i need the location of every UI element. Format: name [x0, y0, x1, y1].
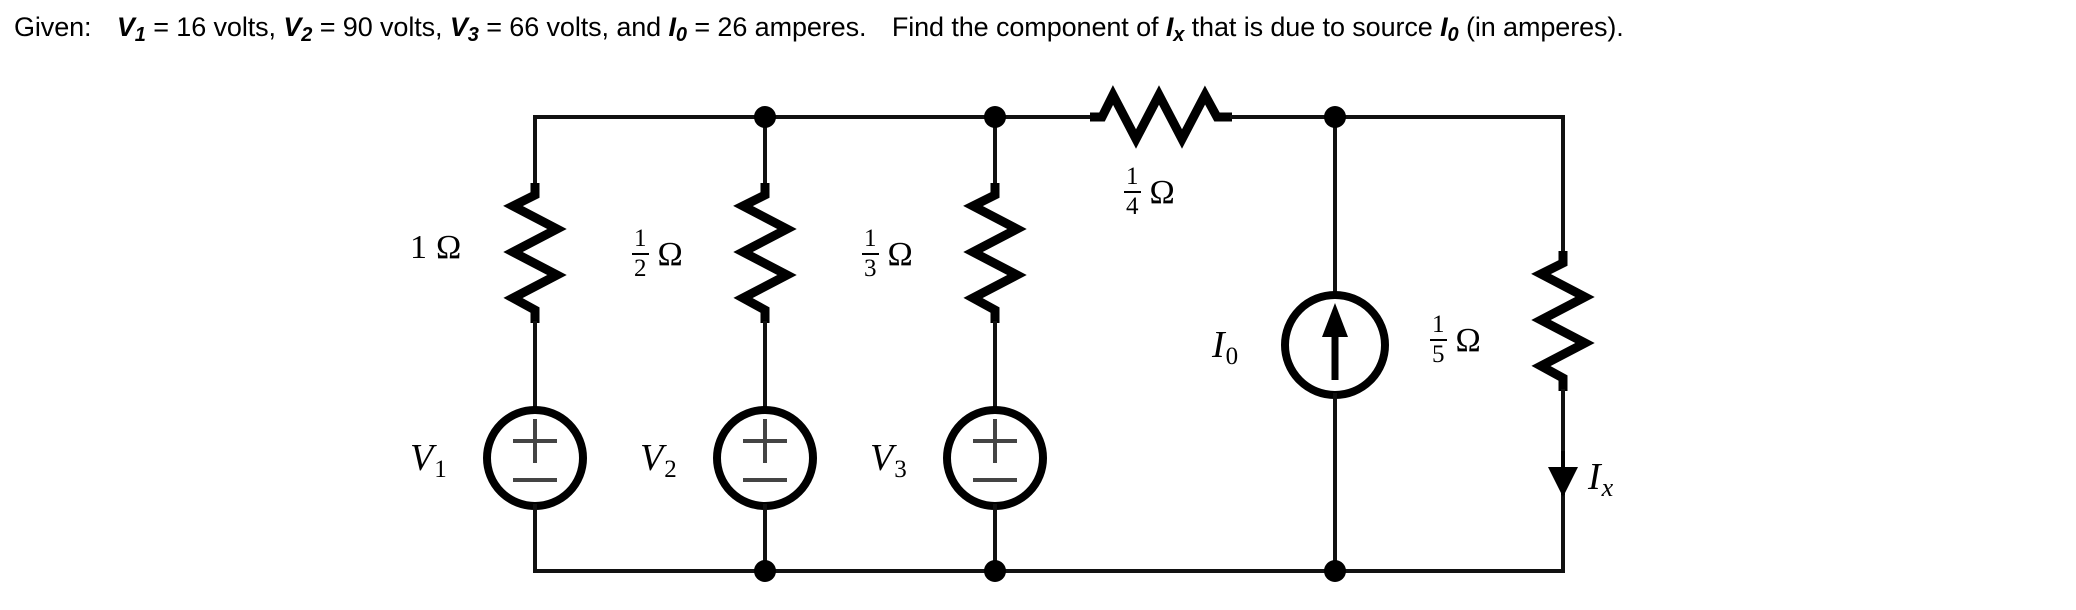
- problem-prefix: Given:: [14, 12, 92, 42]
- question-part-3: (in amperes).: [1465, 12, 1624, 42]
- resistor-third-ohm-body: [963, 183, 1027, 323]
- given-4-subscript: 0: [675, 24, 687, 46]
- fraction-denominator: 4: [1124, 190, 1141, 220]
- given-3-value: 66 volts: [509, 12, 602, 42]
- given-1-symbol: V: [116, 12, 135, 42]
- resistor-fifth-ohm-body: [1531, 251, 1595, 391]
- given-4-symbol: I: [668, 12, 677, 42]
- given-4-value: 26 amperes: [717, 12, 860, 42]
- question-symbol: I: [1165, 12, 1174, 42]
- ix-subscript: x: [1601, 473, 1614, 502]
- voltage-source-v3-label: V3: [870, 436, 907, 484]
- circuit-schematic-svg: [483, 85, 1595, 582]
- voltage-source-v1-label: V1: [410, 436, 447, 484]
- v2-symbol: V: [640, 437, 664, 479]
- i0-symbol: I: [1212, 324, 1225, 366]
- ohm-unit-icon: Ω: [1149, 173, 1175, 211]
- ohm-unit-icon: Ω: [657, 235, 683, 273]
- v1-subscript: 1: [434, 456, 447, 483]
- resistor-third-ohm-label: 1 3 Ω: [862, 226, 913, 282]
- fraction-numerator: 1: [634, 225, 647, 252]
- resistor-quarter-ohm-body: [1090, 85, 1232, 149]
- resistor-quarter-ohm-label: 1 4 Ω: [1124, 164, 1175, 220]
- i0-subscript: 0: [1225, 343, 1239, 370]
- problem-conjunction: and: [616, 12, 662, 42]
- resistor-1-ohm-value: 1: [410, 229, 427, 266]
- fraction-denominator: 3: [862, 252, 879, 282]
- fraction-numerator: 1: [1432, 311, 1445, 338]
- v3-symbol: V: [870, 437, 894, 479]
- v3-subscript: 3: [894, 456, 907, 483]
- node-dot-top-b2: [754, 106, 776, 128]
- fraction-one-third: 1 3: [862, 226, 879, 281]
- question-subscript: x: [1173, 24, 1185, 46]
- ohm-unit-icon: Ω: [887, 235, 913, 273]
- source-subscript: 0: [1447, 24, 1459, 46]
- fraction-numerator: 1: [864, 225, 877, 252]
- given-3-symbol: V: [449, 12, 468, 42]
- given-1-subscript: 1: [134, 24, 146, 46]
- ohm-unit-icon: Ω: [436, 229, 462, 266]
- given-3-subscript: 3: [467, 24, 479, 46]
- resistor-half-ohm-label: 1 2 Ω: [632, 226, 683, 282]
- circuit-diagram: 1 Ω 1 2 Ω 1 3 Ω 1 4 Ω 1: [0, 55, 2076, 610]
- ix-symbol: I: [1588, 456, 1601, 498]
- i0-arrow-head: [1322, 303, 1348, 337]
- current-source-i0-label: I0: [1212, 323, 1238, 371]
- question-part-2: that is due to source: [1191, 12, 1433, 42]
- fraction-one-fifth: 1 5: [1430, 312, 1447, 367]
- fraction-denominator: 5: [1430, 338, 1447, 368]
- node-dot-bottom-b3: [984, 560, 1006, 582]
- resistor-half-ohm-body: [733, 183, 797, 323]
- node-dot-bottom-b2: [754, 560, 776, 582]
- fraction-one-half: 1 2: [632, 226, 649, 281]
- node-dot-bottom-i0: [1324, 560, 1346, 582]
- ix-arrow-head: [1548, 467, 1578, 497]
- resistor-1-ohm-label: 1 Ω: [410, 231, 461, 265]
- given-2-subscript: 2: [301, 24, 313, 46]
- given-2-symbol: V: [283, 12, 302, 42]
- given-2-value: 90 volts: [342, 12, 436, 42]
- question-part-1: Find the component of: [891, 12, 1159, 42]
- given-1-value: 16 volts: [176, 12, 269, 42]
- source-symbol: I: [1440, 12, 1448, 42]
- fraction-denominator: 2: [632, 252, 649, 282]
- v1-symbol: V: [410, 437, 434, 479]
- node-dot-top-b3: [984, 106, 1006, 128]
- resistor-fifth-ohm-label: 1 5 Ω: [1430, 312, 1481, 368]
- v2-subscript: 2: [664, 456, 677, 483]
- ohm-unit-icon: Ω: [1455, 321, 1481, 359]
- node-dot-top-i0: [1324, 106, 1346, 128]
- current-ix-label: Ix: [1588, 455, 1613, 503]
- fraction-one-quarter: 1 4: [1124, 164, 1141, 219]
- problem-statement: Given: V1 = 16 volts, V2 = 90 volts, V3 …: [14, 12, 1624, 46]
- fraction-numerator: 1: [1126, 163, 1139, 190]
- voltage-source-v2-label: V2: [640, 436, 677, 484]
- resistor-1-ohm-body: [503, 183, 567, 323]
